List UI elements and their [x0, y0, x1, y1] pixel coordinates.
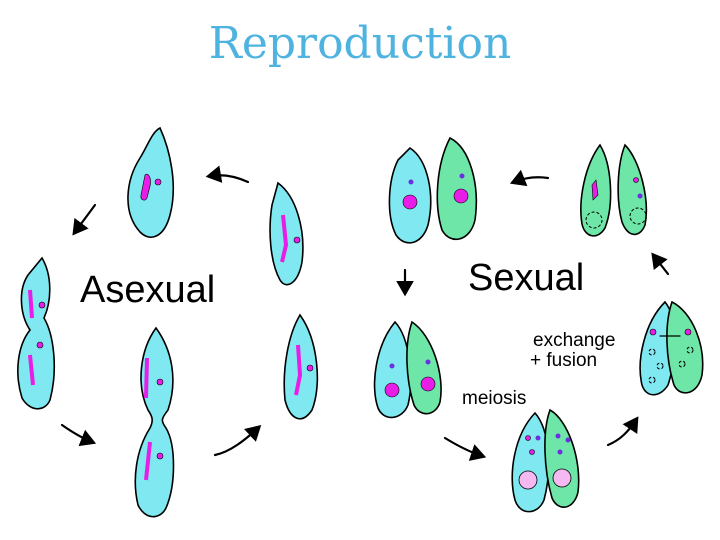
sexual-pair-bottom: [511, 408, 580, 513]
exchange-label: exchange: [533, 330, 615, 351]
slide-title: Reproduction: [208, 18, 512, 69]
asexual-cell-right: [269, 181, 304, 286]
sexual-pair-top-left: [388, 136, 478, 244]
asexual-cell-bottom: [134, 326, 175, 518]
meiosis-label: meiosis: [462, 388, 526, 409]
asexual-cell-left: [17, 256, 56, 410]
asexual-arrow-bottom-left: [60, 423, 97, 447]
sexual-arrow-bottom-right: [606, 416, 639, 447]
sexual-pair-left: [373, 320, 442, 419]
asexual-cell-top: [127, 126, 175, 238]
sexual-arrow-bottom-left: [443, 436, 487, 461]
sexual-pair-right: [639, 300, 704, 396]
asexual-arrow-top: [205, 165, 250, 184]
asexual-cycle: Asexual: [17, 126, 319, 518]
asexual-arrow-bottom-right: [213, 425, 262, 457]
sexual-cycle: Sexual exchange + fusion meiosis: [373, 136, 704, 513]
sexual-label: Sexual: [468, 257, 584, 299]
sexual-arrow-top: [509, 169, 550, 187]
fusion-label: + fusion: [530, 350, 597, 371]
asexual-arrow-left: [72, 203, 97, 236]
asexual-label: Asexual: [80, 269, 215, 311]
asexual-cell-right-lower: [283, 313, 319, 420]
sexual-pair-top-right: [580, 143, 648, 237]
sexual-arrow-right: [651, 252, 670, 276]
